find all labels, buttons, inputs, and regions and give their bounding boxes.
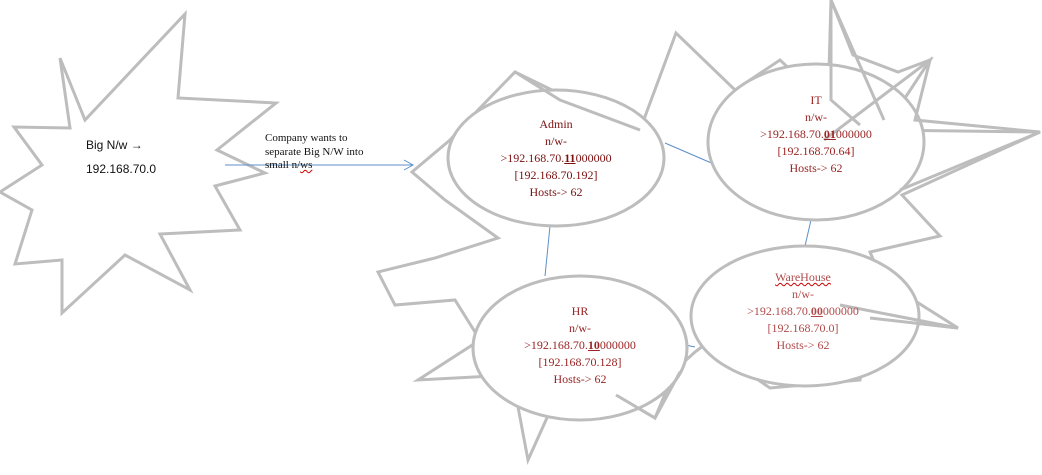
admin-nw: n/w- [545, 134, 567, 148]
warehouse-subnet-ellipse [689, 244, 921, 388]
it-nw: n/w- [805, 110, 827, 124]
warehouse-network: [192.168.70.0] [767, 321, 839, 335]
arrow-right-icon: → [130, 138, 143, 152]
it-name: IT [810, 93, 822, 107]
split-arrow-head [403, 159, 415, 171]
it-spike-top [829, 0, 886, 127]
note-line-3-misspelled: ws [300, 159, 313, 171]
warehouse-hosts: Hosts-> 62 [776, 338, 830, 352]
note-line-3: small n/ws [265, 159, 363, 173]
it-address: >192.168.70.01000000 [760, 127, 872, 141]
warehouse-spike-right [839, 303, 959, 330]
it-network: [192.168.70.64] [777, 144, 855, 158]
warehouse-name: WareHouse [775, 270, 831, 284]
it-hosts: Hosts-> 62 [789, 161, 843, 175]
connector-it-warehouse [804, 219, 812, 247]
it-subnet-bits: 01 [823, 127, 836, 141]
source-network-label: Big N/w → 192.168.70.0 [86, 133, 156, 181]
hr-spike-bottom [615, 371, 682, 421]
hr-network: [192.168.70.128] [538, 355, 622, 369]
hr-address: >192.168.70.10000000 [524, 338, 636, 352]
admin-hosts: Hosts-> 62 [529, 185, 583, 199]
note-line-1: Company wants to [265, 132, 348, 144]
warehouse-subnet-label: WareHouse n/w- >192.168.70.00000000 [192… [717, 269, 889, 354]
hr-nw: n/w- [569, 321, 591, 335]
it-subnet-label: IT n/w- >192.168.70.01000000 [192.168.70… [730, 92, 902, 177]
admin-spike-left [514, 70, 641, 132]
connector-admin-hr [544, 225, 551, 277]
source-burst-shape [0, 9, 281, 317]
admin-name: Admin [539, 117, 573, 131]
it-spike-right [823, 56, 1041, 192]
hr-name: HR [571, 304, 589, 318]
split-note: Company wants to separate Big N/W into s… [265, 132, 363, 173]
note-line-3-text: small n/ [265, 159, 301, 171]
admin-subnet-bits: 11 [564, 151, 576, 165]
note-line-2: separate Big N/W into [265, 145, 364, 158]
warehouse-subnet-bits: 00 [810, 304, 823, 318]
hr-subnet-bits: 10 [587, 338, 600, 352]
source-title: Big N/w [86, 138, 128, 152]
hr-hosts: Hosts-> 62 [553, 372, 607, 386]
warehouse-nw: n/w- [792, 287, 814, 301]
admin-subnet-ellipse [446, 88, 666, 228]
subnets-burst-shape [375, 0, 1041, 465]
admin-subnet-label: Admin n/w- >192.168.70.11000000 [192.168… [470, 116, 642, 201]
source-address: 192.168.70.0 [86, 162, 157, 176]
hr-subnet-ellipse [471, 274, 689, 422]
hr-subnet-label: HR n/w- >192.168.70.10000000 [192.168.70… [494, 303, 666, 388]
admin-network: [192.168.70.192] [514, 168, 598, 182]
connector-admin-it [664, 142, 717, 166]
it-subnet-ellipse [706, 62, 926, 222]
warehouse-address: >192.168.70.00000000 [747, 304, 859, 318]
admin-address: >192.168.70.11000000 [500, 151, 612, 165]
